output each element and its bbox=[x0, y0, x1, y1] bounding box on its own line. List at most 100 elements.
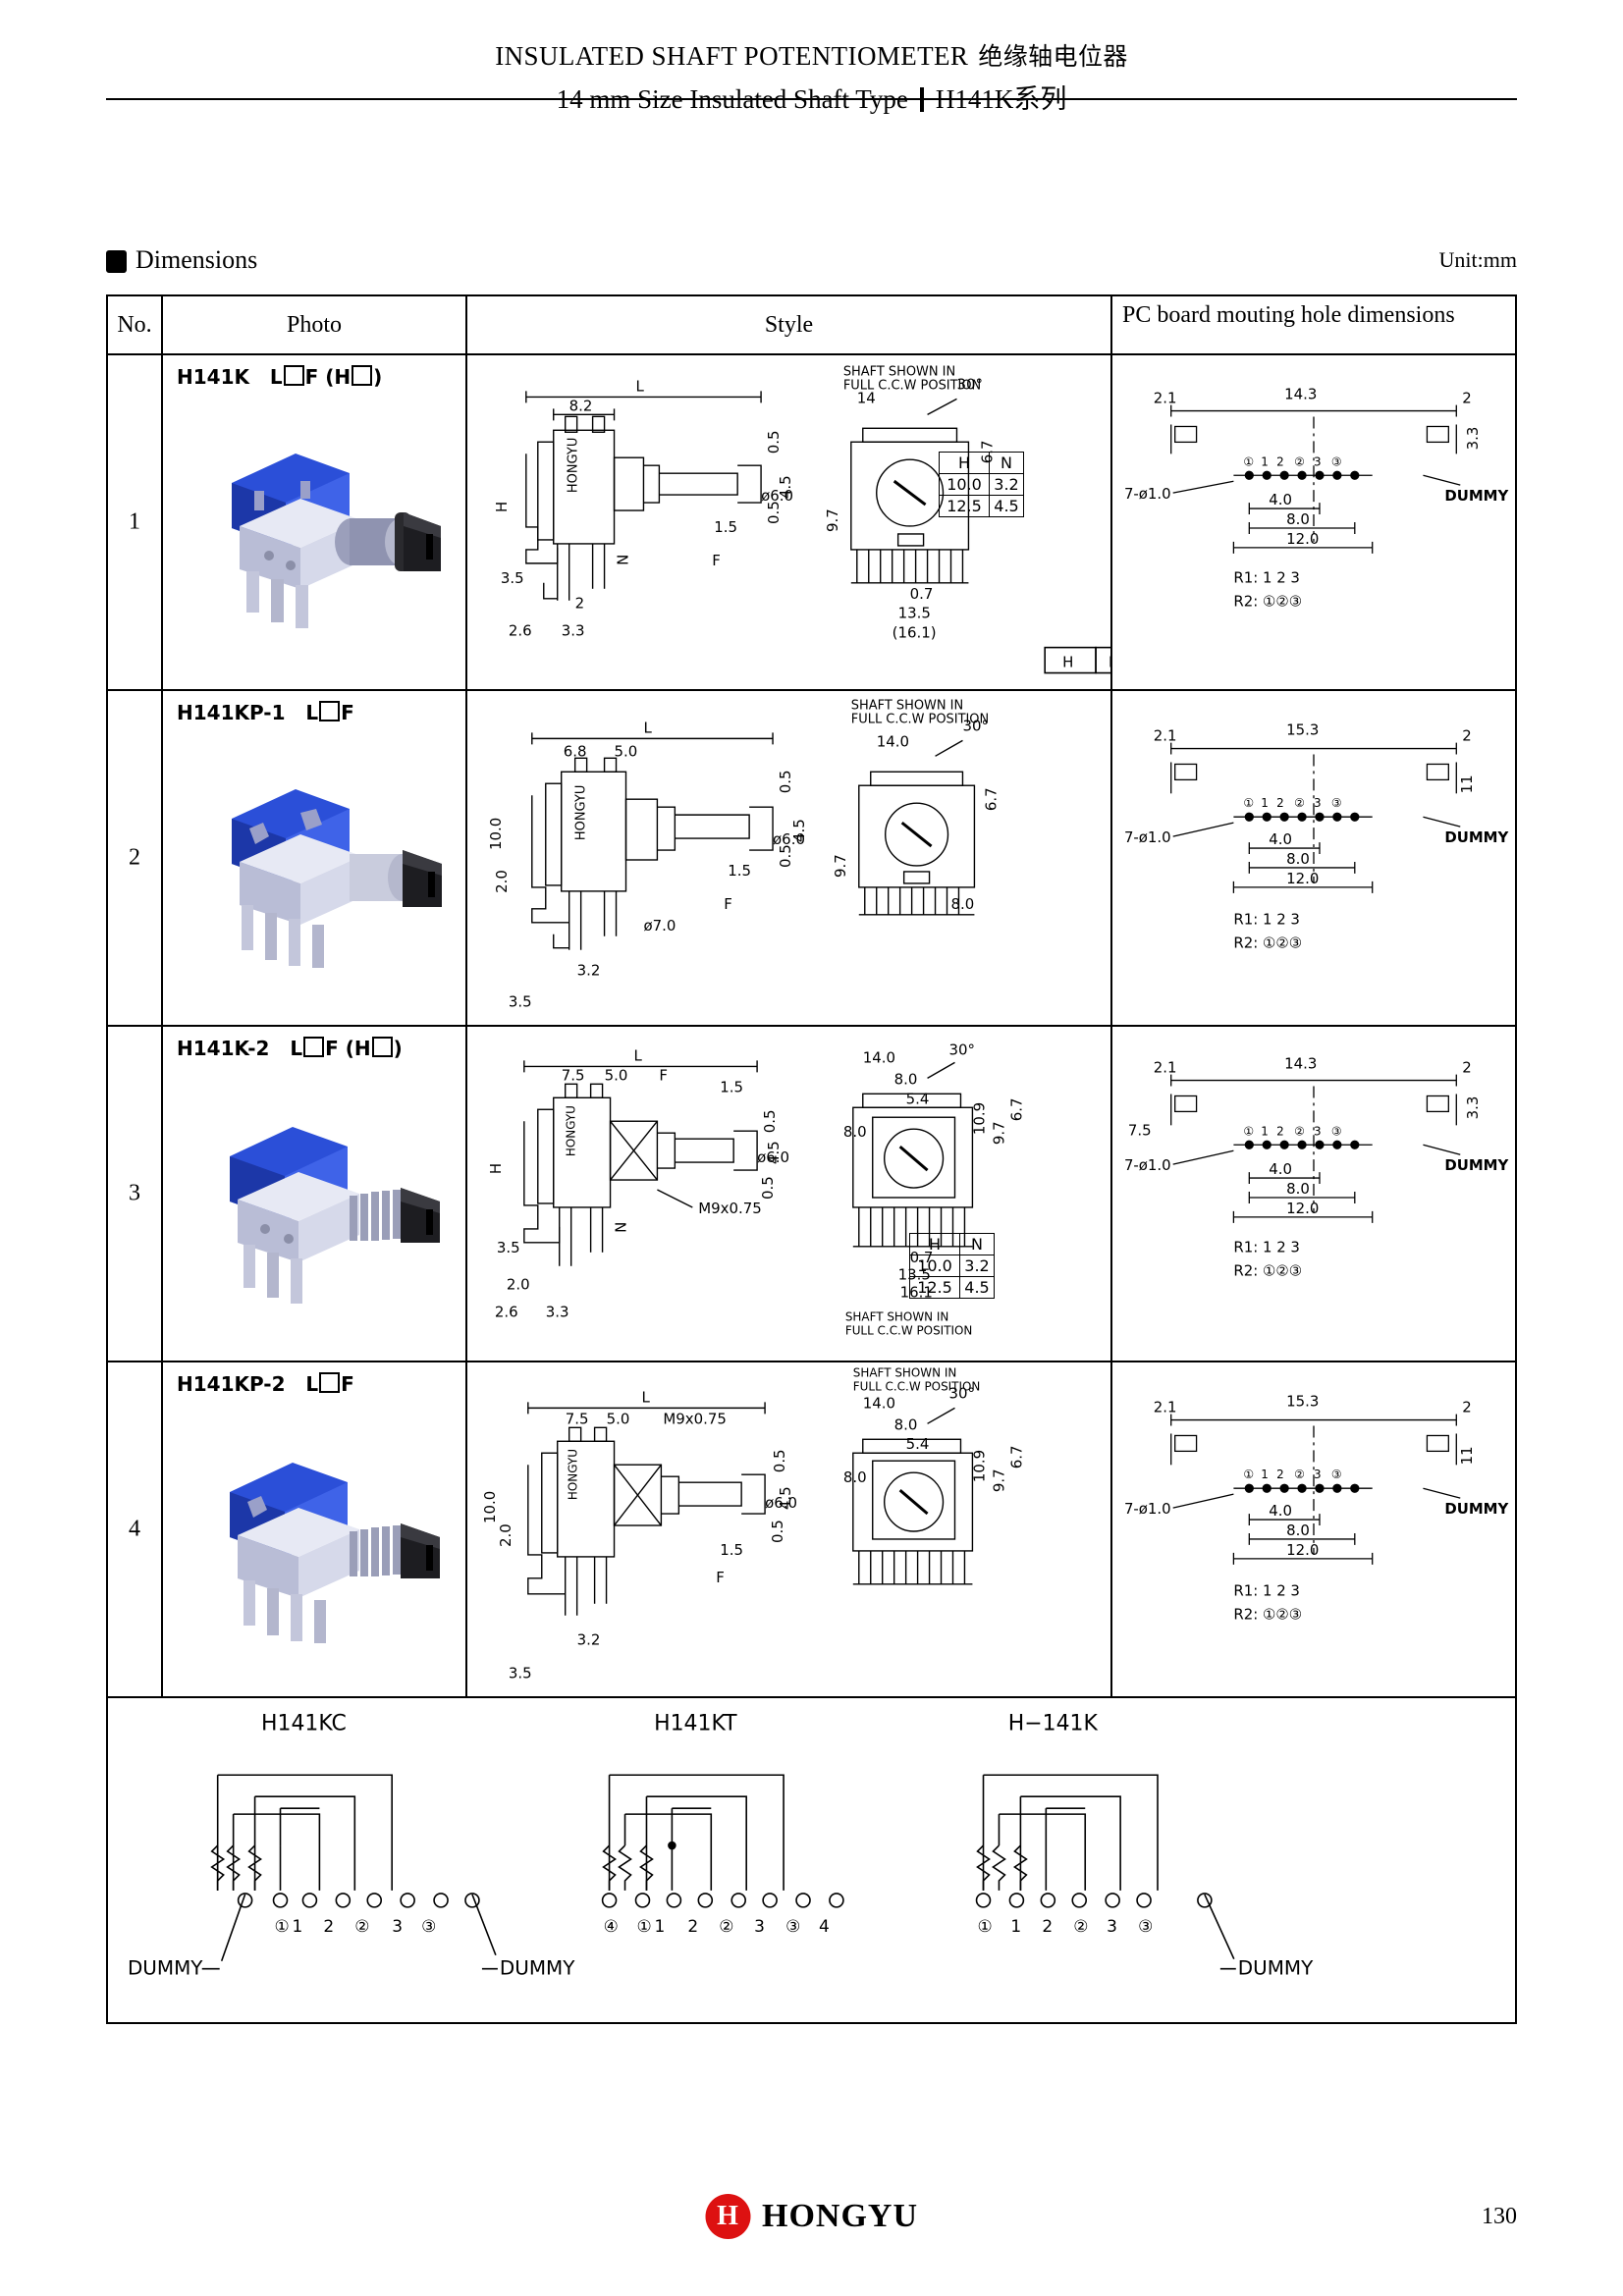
svg-text:13.5: 13.5 bbox=[898, 605, 931, 622]
svg-text:2.1: 2.1 bbox=[1154, 1059, 1177, 1077]
svg-text:8.2: 8.2 bbox=[569, 397, 593, 414]
svg-text:1: 1 bbox=[654, 1916, 665, 1936]
hn-table-1: H N 10.0 3.2 12.5 4.5 bbox=[939, 452, 1024, 517]
style-drawing-cell: L 8.2 0.5 4.5 0.5 ø6.0 1.5 F H N 3.5 2 bbox=[467, 355, 1136, 689]
page-number: 130 bbox=[1482, 2204, 1517, 2229]
svg-text:②: ② bbox=[1294, 796, 1305, 810]
svg-text:10.9: 10.9 bbox=[970, 1102, 988, 1135]
circuit-title-3: H−141K bbox=[1008, 1711, 1099, 1735]
svg-text:3: 3 bbox=[1314, 1124, 1322, 1138]
row-number-cell: 2 bbox=[108, 691, 163, 1025]
svg-text:7.5: 7.5 bbox=[562, 1066, 585, 1084]
part-number: H141KP-1 bbox=[177, 701, 286, 724]
svg-text:F: F bbox=[724, 895, 732, 913]
svg-text:8.0: 8.0 bbox=[843, 1468, 867, 1486]
svg-text:3.3: 3.3 bbox=[546, 1304, 569, 1321]
part-suffix-a: L bbox=[269, 365, 283, 389]
dimensions-table: No. Photo Style PC board mouting hole di… bbox=[106, 294, 1517, 2024]
hn-header-n: N bbox=[989, 452, 1024, 474]
svg-text:R1: 1 2 3: R1: 1 2 3 bbox=[1233, 1239, 1300, 1256]
svg-text:③: ③ bbox=[1331, 454, 1342, 468]
svg-text:4.5: 4.5 bbox=[777, 1486, 794, 1510]
svg-text:14.0: 14.0 bbox=[863, 1048, 895, 1066]
svg-text:5.0: 5.0 bbox=[615, 742, 638, 760]
svg-text:L: L bbox=[633, 1046, 642, 1064]
pcb-drawing-cell: 2.1 14.3 2 3.3 7.5 4.0 8.0 12.0 7-ø1.0 D… bbox=[1112, 1027, 1515, 1361]
svg-text:12.0: 12.0 bbox=[1286, 530, 1319, 548]
svg-text:1: 1 bbox=[1261, 454, 1269, 468]
svg-text:ø7.0: ø7.0 bbox=[643, 917, 676, 934]
svg-text:1.5: 1.5 bbox=[720, 1541, 743, 1559]
svg-text:②: ② bbox=[1073, 1916, 1088, 1936]
svg-text:6.7: 6.7 bbox=[1007, 1445, 1025, 1468]
row-number: 4 bbox=[129, 1516, 140, 1542]
svg-text:ø6.0: ø6.0 bbox=[757, 1148, 789, 1166]
svg-text:14.0: 14.0 bbox=[863, 1394, 895, 1412]
header-cell-photo: Photo bbox=[163, 296, 467, 353]
svg-text:SHAFT SHOWN IN: SHAFT SHOWN IN bbox=[845, 1310, 949, 1324]
svg-text:SHAFT SHOWN IN: SHAFT SHOWN IN bbox=[851, 698, 963, 713]
svg-text:4.0: 4.0 bbox=[1269, 830, 1292, 848]
svg-text:DUMMY: DUMMY bbox=[1444, 1156, 1508, 1174]
part-optional-close: ) bbox=[393, 1037, 403, 1060]
svg-text:6.7: 6.7 bbox=[1007, 1097, 1025, 1121]
svg-text:4.5: 4.5 bbox=[790, 819, 808, 842]
svg-text:9.7: 9.7 bbox=[824, 508, 841, 532]
svg-text:2: 2 bbox=[1276, 796, 1284, 810]
svg-text:2: 2 bbox=[687, 1916, 698, 1936]
row-number: 2 bbox=[129, 844, 140, 871]
svg-text:R1: 1 2 3: R1: 1 2 3 bbox=[1233, 1582, 1300, 1600]
svg-text:2.1: 2.1 bbox=[1154, 1399, 1177, 1416]
svg-text:FULL C.C.W POSITION: FULL C.C.W POSITION bbox=[843, 378, 981, 393]
svg-text:3: 3 bbox=[1314, 454, 1322, 468]
svg-text:15.3: 15.3 bbox=[1286, 1393, 1319, 1411]
svg-text:R2: ①②③: R2: ①②③ bbox=[1233, 593, 1302, 611]
svg-text:①: ① bbox=[1243, 796, 1254, 810]
brand-name: HONGYU bbox=[762, 2198, 918, 2234]
section-label: Dimensions bbox=[135, 245, 258, 274]
svg-text:6.7: 6.7 bbox=[982, 787, 1000, 811]
style-drawing-cell: L 7.5 5.0 M9x0.75 2.0 10.0 0.5 4.5 0.5 ø… bbox=[467, 1362, 1112, 1696]
svg-text:3.3: 3.3 bbox=[562, 622, 585, 640]
hn-header-h: H bbox=[909, 1233, 960, 1255]
svg-text:N: N bbox=[615, 555, 632, 565]
svg-text:DUMMY: DUMMY bbox=[1444, 1500, 1508, 1518]
dummy-label-right: DUMMY bbox=[500, 1956, 575, 1980]
svg-text:④: ④ bbox=[604, 1916, 619, 1936]
svg-text:M9x0.75: M9x0.75 bbox=[698, 1200, 762, 1217]
svg-text:①: ① bbox=[275, 1916, 290, 1936]
svg-text:2: 2 bbox=[1042, 1916, 1053, 1936]
svg-text:7-ø1.0: 7-ø1.0 bbox=[1124, 1500, 1171, 1518]
header-cell-no: No. bbox=[108, 296, 163, 353]
part-suffix-a: L bbox=[290, 1037, 303, 1060]
svg-text:1.5: 1.5 bbox=[720, 1078, 743, 1095]
svg-text:③: ③ bbox=[421, 1916, 436, 1936]
product-photo bbox=[202, 768, 448, 979]
hongyu-mark-icon: H bbox=[705, 2194, 750, 2239]
svg-text:30°: 30° bbox=[956, 375, 982, 393]
style-drawing-cell: L 7.5 5.0 F 1.5 0.5 4.5 0.5 ø6.0 M9x0.75… bbox=[467, 1027, 1112, 1361]
svg-text:12.0: 12.0 bbox=[1286, 1541, 1319, 1559]
row-number: 3 bbox=[129, 1180, 140, 1206]
svg-text:0.5: 0.5 bbox=[777, 770, 794, 793]
page-footer: H HONGYU 130 bbox=[0, 2194, 1623, 2245]
svg-text:R1: 1 2 3: R1: 1 2 3 bbox=[1233, 569, 1300, 587]
svg-text:0.7: 0.7 bbox=[910, 585, 934, 603]
svg-text:8.0: 8.0 bbox=[1286, 1180, 1310, 1198]
svg-text:3: 3 bbox=[1314, 1468, 1322, 1481]
hn-table-3: H N 10.0 3.2 12.5 4.5 bbox=[909, 1233, 995, 1299]
svg-text:3: 3 bbox=[1314, 796, 1322, 810]
svg-text:FULL C.C.W POSITION: FULL C.C.W POSITION bbox=[851, 712, 989, 726]
svg-text:H: H bbox=[487, 1163, 505, 1174]
product-photo bbox=[202, 1439, 448, 1650]
svg-text:②: ② bbox=[1294, 1124, 1305, 1138]
hn-cell: 3.2 bbox=[989, 473, 1024, 496]
svg-text:0.5: 0.5 bbox=[765, 501, 783, 524]
